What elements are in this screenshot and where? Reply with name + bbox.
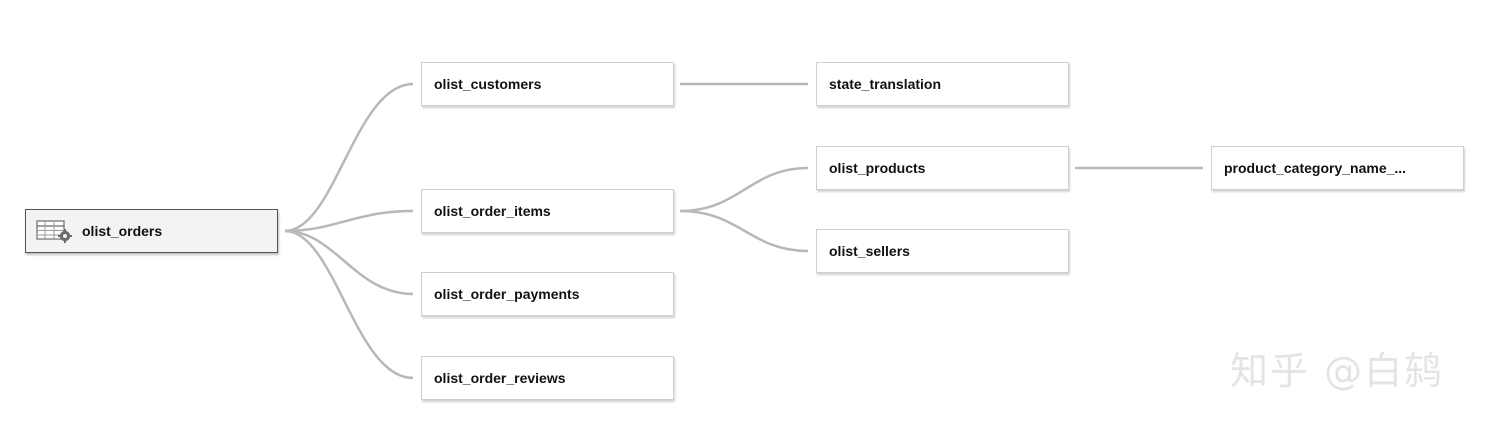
- node-label: olist_order_payments: [434, 286, 580, 302]
- link-orders-order-items: [284, 209, 414, 233]
- node-label: product_category_name_...: [1224, 160, 1407, 176]
- node-olist-sellers[interactable]: olist_sellers: [816, 229, 1069, 273]
- node-product-category-name[interactable]: product_category_name_...: [1211, 146, 1464, 190]
- link-order-items-products: [679, 166, 809, 213]
- node-state-translation[interactable]: state_translation: [816, 62, 1069, 106]
- node-olist-products[interactable]: olist_products: [816, 146, 1069, 190]
- node-label: olist_order_reviews: [434, 370, 566, 386]
- node-olist-customers[interactable]: olist_customers: [421, 62, 674, 106]
- watermark: 知乎 @白鸫: [1230, 349, 1445, 393]
- link-orders-customers: [284, 82, 414, 233]
- table-settings-icon: [36, 220, 72, 243]
- node-label: olist_order_items: [434, 203, 551, 219]
- node-label: olist_customers: [434, 76, 542, 92]
- node-label: state_translation: [829, 76, 942, 92]
- node-olist-order-reviews[interactable]: olist_order_reviews: [421, 356, 674, 400]
- node-label: olist_orders: [82, 223, 163, 239]
- node-olist-order-items[interactable]: olist_order_items: [421, 189, 674, 233]
- node-label: olist_sellers: [829, 243, 910, 259]
- link-order-items-sellers: [679, 209, 809, 253]
- node-label: olist_products: [829, 160, 926, 176]
- link-orders-order-payments: [284, 229, 414, 296]
- node-olist-order-payments[interactable]: olist_order_payments: [421, 272, 674, 316]
- node-olist-orders[interactable]: olist_orders: [25, 209, 278, 253]
- link-orders-order-reviews: [284, 229, 414, 380]
